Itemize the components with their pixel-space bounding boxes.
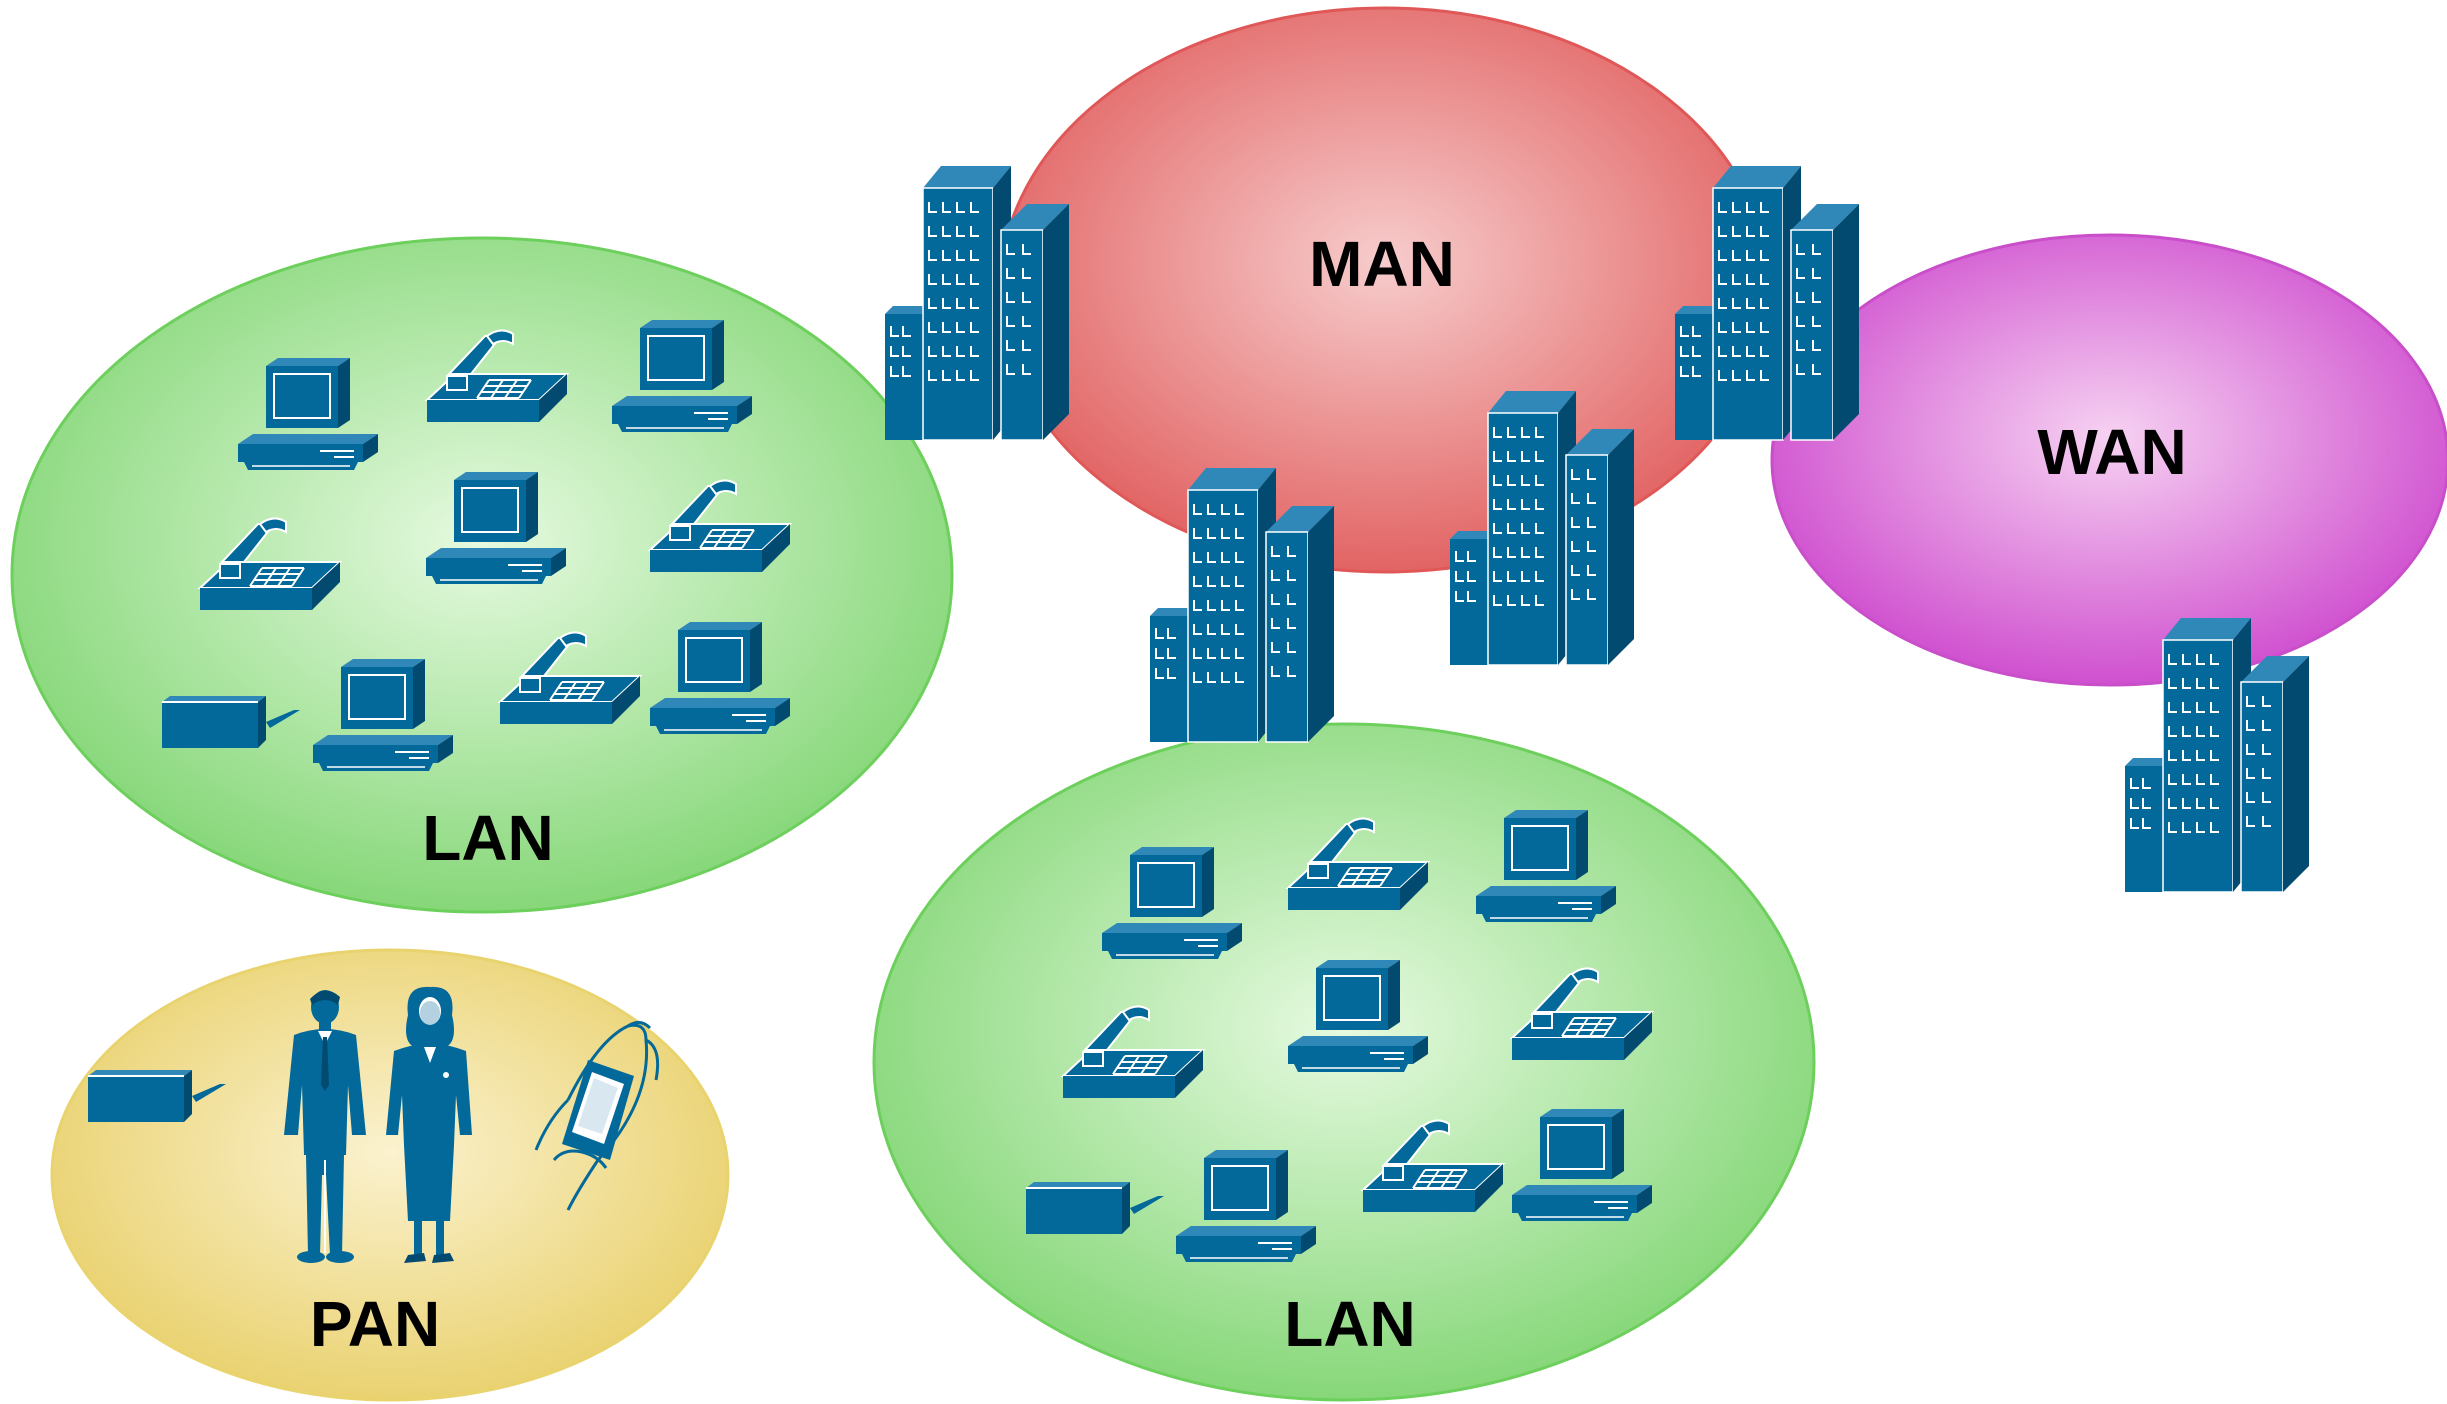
pan-network [50,948,730,1402]
lan-bottom-label: LAN [1284,1288,1416,1360]
lan-left-label: LAN [422,802,554,874]
pan-label: PAN [310,1288,440,1360]
wan-label: WAN [2037,416,2186,488]
pan-ellipse [50,948,730,1402]
wan-network [1770,233,2447,687]
man-label: MAN [1309,228,1455,300]
wan-ellipse [1770,233,2447,687]
building-icon [884,165,1070,441]
